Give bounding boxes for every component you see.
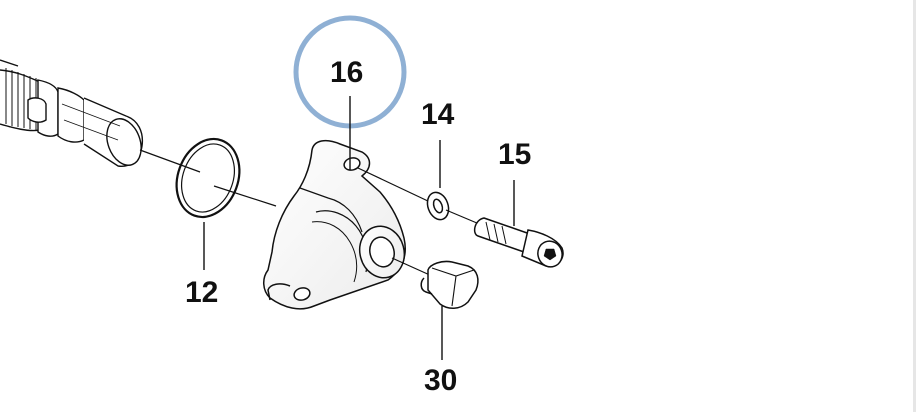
pipe-assembly — [0, 59, 144, 167]
plug-part — [420, 260, 479, 309]
bolt-part — [473, 217, 564, 268]
right-edge-divider — [913, 0, 916, 412]
washer-part — [426, 191, 450, 221]
callout-12[interactable]: 12 — [185, 276, 219, 309]
leader-ring-to-valve — [213, 185, 277, 207]
callout-16[interactable]: 16 — [330, 56, 364, 89]
callout-15[interactable]: 15 — [498, 138, 532, 171]
valve-housing — [263, 139, 406, 310]
o-ring-part — [175, 137, 241, 219]
leader-hole-to-washer — [357, 167, 431, 203]
leader-housing-to-plug — [391, 257, 433, 277]
callout-30[interactable]: 30 — [424, 364, 458, 397]
leader-pipe — [139, 149, 201, 173]
callout-14[interactable]: 14 — [421, 98, 455, 131]
